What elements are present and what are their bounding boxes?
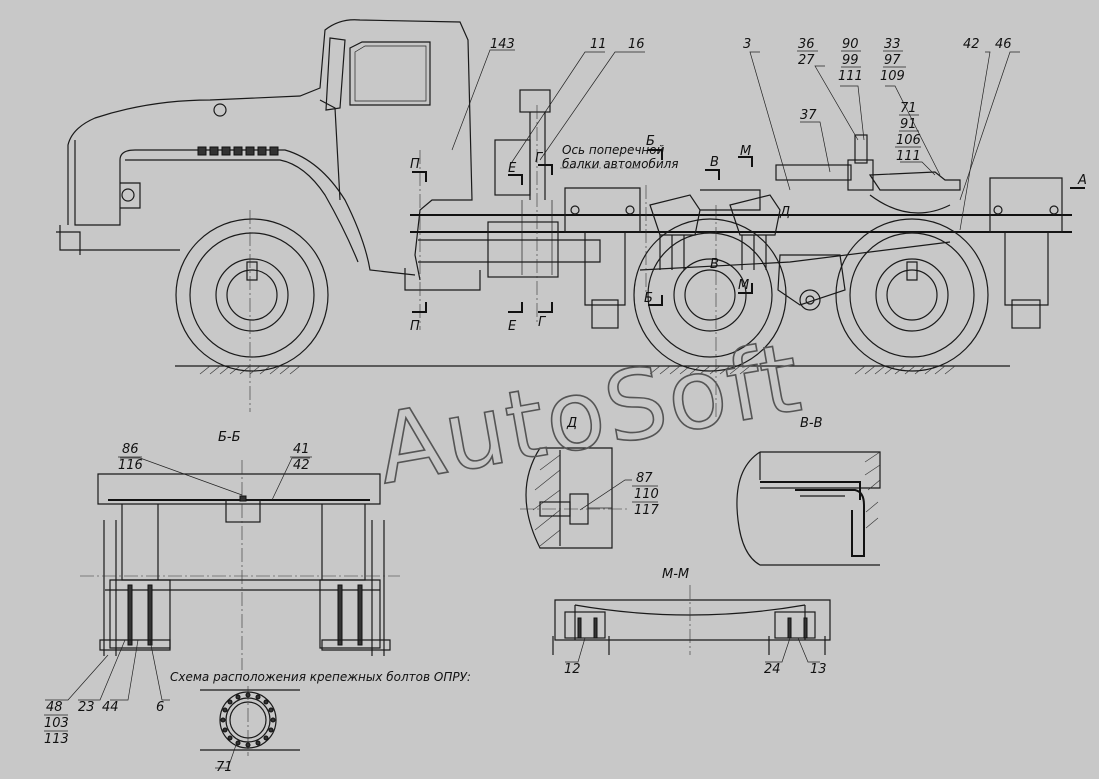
callout-42-side: 42 bbox=[963, 37, 980, 52]
view-d bbox=[520, 447, 658, 549]
callout-143: 143 bbox=[490, 37, 515, 52]
callout-42-bb: 42 bbox=[293, 458, 310, 473]
callout-111-top: 111 bbox=[838, 69, 863, 84]
marker-e-bottom: Е bbox=[508, 319, 517, 334]
callout-24: 24 bbox=[764, 662, 781, 677]
marker-a: А bbox=[1077, 173, 1087, 188]
marker-v-top: В bbox=[710, 155, 719, 170]
callout-97: 97 bbox=[884, 53, 901, 68]
callout-27: 27 bbox=[798, 53, 815, 68]
callout-13: 13 bbox=[810, 662, 827, 677]
section-mm bbox=[552, 585, 831, 663]
marker-g-top: Г bbox=[535, 151, 544, 166]
callout-106: 106 bbox=[896, 133, 921, 148]
callout-3: 3 bbox=[743, 37, 751, 52]
callout-46: 46 bbox=[995, 37, 1012, 52]
callout-103: 103 bbox=[44, 716, 69, 731]
callout-44: 44 bbox=[102, 700, 119, 715]
section-bb bbox=[44, 456, 400, 732]
callout-36: 36 bbox=[798, 37, 815, 52]
side-view bbox=[56, 19, 1085, 420]
callout-90: 90 bbox=[842, 37, 859, 52]
callout-111-mid: 111 bbox=[896, 149, 921, 164]
callout-109: 109 bbox=[880, 69, 905, 84]
section-vv-title: В-В bbox=[800, 416, 823, 431]
callout-16: 16 bbox=[628, 37, 645, 52]
callout-41: 41 bbox=[293, 442, 310, 457]
bolt-scheme-caption: Схема расположения крепежных болтов ОПРУ… bbox=[170, 670, 471, 684]
marker-b-top: Б bbox=[646, 134, 655, 149]
callout-48: 48 bbox=[46, 700, 63, 715]
callout-110: 110 bbox=[634, 487, 659, 502]
callout-116: 116 bbox=[118, 458, 143, 473]
section-vv bbox=[736, 451, 881, 566]
marker-m-bottom: М bbox=[738, 278, 749, 293]
marker-e-top: Е bbox=[508, 161, 517, 176]
marker-d: Д bbox=[779, 205, 790, 220]
callout-71-side: 71 bbox=[900, 101, 917, 116]
callout-37: 37 bbox=[800, 108, 817, 123]
axis-note-line1: Ось поперечной bbox=[562, 143, 665, 157]
callout-91: 91 bbox=[900, 117, 917, 132]
callout-86: 86 bbox=[122, 442, 139, 457]
callout-71-scheme: 71 bbox=[216, 760, 233, 775]
section-bb-title: Б-Б bbox=[218, 430, 241, 445]
callout-99: 99 bbox=[842, 53, 859, 68]
callout-23: 23 bbox=[78, 700, 95, 715]
bolt-scheme bbox=[200, 686, 300, 769]
marker-p-top: П bbox=[410, 157, 420, 172]
callout-113: 113 bbox=[44, 732, 69, 747]
callout-11: 11 bbox=[590, 37, 607, 52]
marker-p-bottom: П bbox=[410, 319, 420, 334]
marker-b-bottom: Б bbox=[644, 291, 653, 306]
callout-6: 6 bbox=[156, 700, 164, 715]
callout-87: 87 bbox=[636, 471, 653, 486]
section-mm-title: М-М bbox=[662, 567, 689, 582]
marker-m-top: М bbox=[740, 144, 751, 159]
marker-g-bottom: Г bbox=[538, 315, 547, 330]
callout-117: 117 bbox=[634, 503, 660, 518]
axis-note-line2: балки автомобиля bbox=[562, 157, 679, 171]
watermark: AutoSoft bbox=[369, 321, 810, 506]
marker-v-mid: В bbox=[710, 257, 719, 272]
view-d-title: Д bbox=[566, 416, 577, 431]
callout-33: 33 bbox=[884, 37, 901, 52]
callout-12: 12 bbox=[564, 662, 581, 677]
